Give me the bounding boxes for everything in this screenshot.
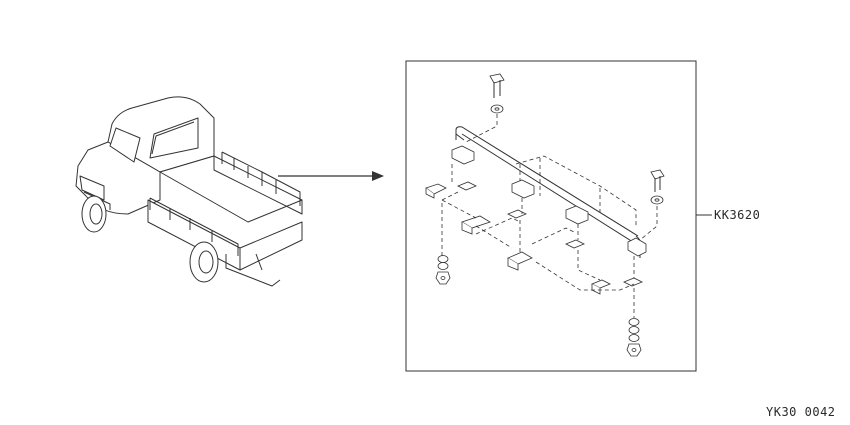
leader-arrow	[278, 171, 384, 181]
figure-code: YK30 0042	[766, 405, 836, 419]
rack-assembly	[425, 73, 665, 357]
part-number-label: KK3620	[714, 208, 760, 222]
truck-illustration	[75, 96, 303, 287]
detail-frame	[405, 60, 697, 372]
